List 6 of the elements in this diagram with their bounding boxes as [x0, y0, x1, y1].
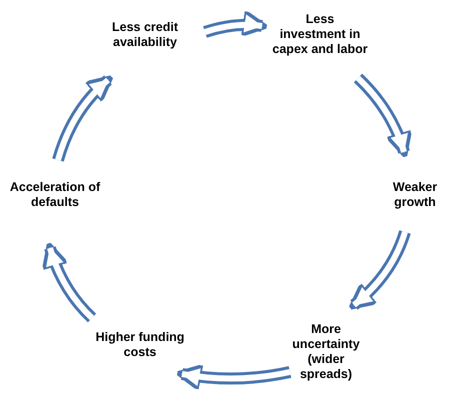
cycle-step-text: Less credit availability — [90, 20, 200, 50]
cycle-step-text: More uncertainty (wider spreads) — [282, 322, 370, 382]
cycle-step-text: Higher funding costs — [95, 330, 185, 360]
cycle-step-text: Weaker growth — [380, 180, 450, 210]
cycle-step-text: Less investment in capex and labor — [272, 12, 368, 57]
cycle-step-text: Acceleration of defaults — [5, 180, 105, 210]
